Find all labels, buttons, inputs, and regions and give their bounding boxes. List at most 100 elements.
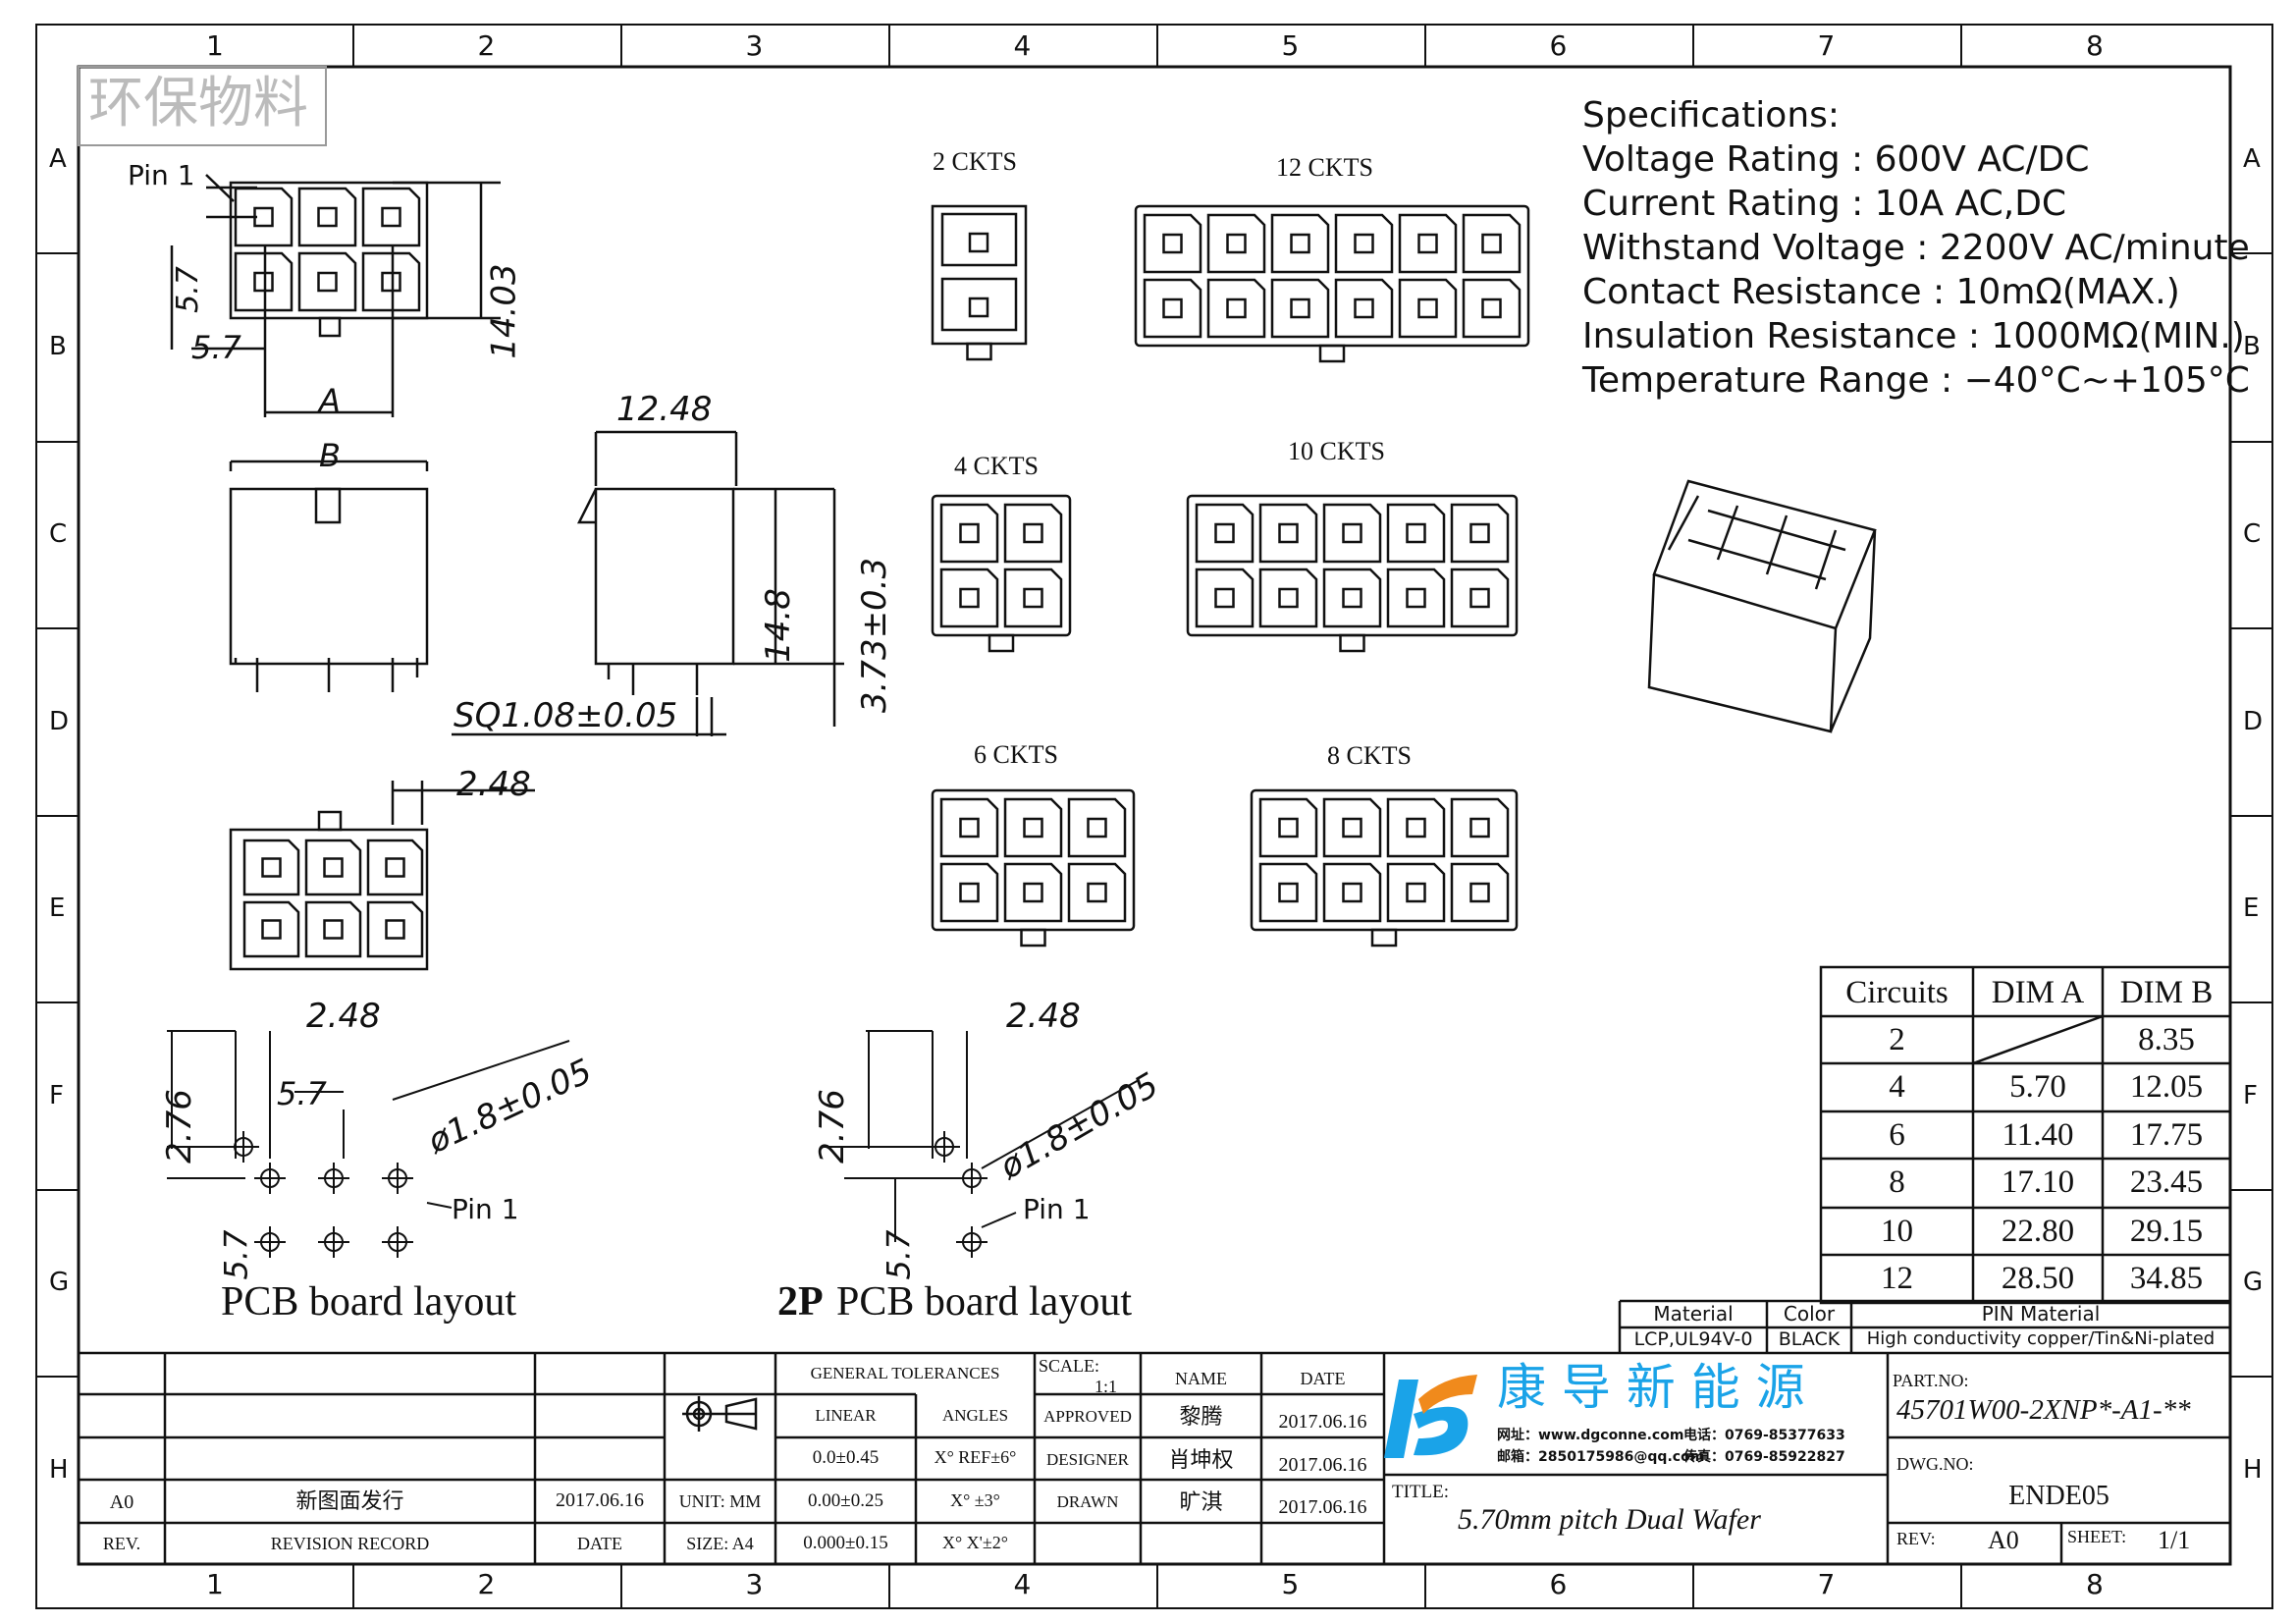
grid-row-label: A (2243, 144, 2261, 174)
contact-cavity (1003, 862, 1063, 923)
contact-cavity (1322, 568, 1382, 628)
spec-line: Contact Resistance : 10mΩ(MAX.) (1582, 272, 2180, 312)
contact-cavity (1003, 503, 1063, 564)
contact-cavity (1258, 797, 1318, 858)
latch (1339, 633, 1365, 653)
dim-B: B (319, 437, 341, 474)
pcb-hole (956, 1226, 988, 1258)
table-cell: 12 (1881, 1261, 1913, 1296)
contact-cavity (1450, 797, 1510, 858)
dim-A: A (319, 382, 341, 419)
latch (1020, 928, 1046, 947)
material-value: LCP,UL94V-0 (1633, 1328, 1753, 1350)
pcb-hole (254, 1226, 286, 1258)
angle-tol: X° ±3° (950, 1490, 1000, 1510)
pcb-dim-2.48: 2.48 (306, 997, 381, 1036)
pcb-dim-2.76: 2.76 (159, 1089, 199, 1164)
dim-2.48-bottom: 2.48 (456, 765, 531, 804)
table-cell: 34.85 (2129, 1261, 2204, 1296)
spec-line: Temperature Range : −40°C~+105°C (1582, 360, 2250, 401)
contact-cavity (297, 251, 357, 312)
record-header: REVISION RECORD (270, 1534, 430, 1553)
grid-col-label: 8 (2086, 29, 2104, 62)
date-header: DATE (577, 1534, 622, 1553)
pcb-layout (167, 1030, 570, 1209)
table-cell: 11.40 (2002, 1117, 2074, 1153)
pcb-hole (929, 1131, 960, 1163)
contact-cavity (1334, 213, 1394, 274)
table-cell: 4 (1889, 1069, 1905, 1105)
pcb-hole (382, 1226, 413, 1258)
sheet-label: SHEET: (2067, 1527, 2127, 1546)
contact-cavity (939, 797, 999, 858)
grid-row-label: E (2243, 893, 2260, 923)
tables (79, 965, 2232, 1564)
signoff-date: 2017.06.16 (1278, 1496, 1367, 1518)
contact-cavity (939, 862, 999, 923)
table-cell: 28.50 (2001, 1261, 2075, 1296)
pcb-2p-layout (825, 1030, 1140, 1242)
signoff-date: 2017.06.16 (1278, 1454, 1367, 1476)
name-header: NAME (1175, 1369, 1227, 1388)
scale-value: 1:1 (1095, 1377, 1118, 1396)
spec-line: Insulation Resistance : 1000MΩ(MIN.) (1582, 316, 2245, 356)
signoff-name: 肖坤权 (1168, 1447, 1234, 1472)
title-label: TITLE: (1392, 1482, 1450, 1502)
connector-housing (931, 788, 1136, 932)
table-cell: 6 (1889, 1117, 1905, 1153)
pcb-hole (228, 1131, 259, 1163)
connector-housing (1186, 494, 1519, 637)
pcb-hole (956, 1163, 988, 1194)
rev-record-value: 新图面发行 (295, 1489, 404, 1513)
watermark: 环保物料 (88, 72, 308, 135)
contact-cavity (1195, 503, 1255, 564)
spec-line: Withstand Voltage : 2200V AC/minute (1582, 228, 2250, 268)
contact-cavity (234, 251, 294, 312)
table-cell: 10 (1881, 1214, 1913, 1249)
contact-cavity (366, 900, 424, 958)
pcb-hole (318, 1163, 349, 1194)
part-no-label: PART.NO: (1893, 1371, 1969, 1390)
date-header-signoff: DATE (1300, 1369, 1346, 1388)
variant-label: 8 CKTS (1327, 741, 1412, 770)
grid-row-label: E (49, 893, 66, 923)
table-cell: 8.35 (2138, 1022, 2195, 1057)
company-mail: 邮箱：2850175986@qq.com (1497, 1449, 1705, 1465)
spec-line: Current Rating : 10A AC,DC (1582, 184, 2067, 224)
rev-header: REV. (102, 1534, 141, 1553)
contact-cavity (939, 568, 999, 628)
contact-cavity (366, 839, 424, 896)
contact-cavity (297, 187, 357, 247)
latch (1370, 928, 1398, 947)
top-view (170, 174, 501, 417)
grid-row-label: B (49, 332, 67, 361)
table-cell: 5.70 (2009, 1069, 2066, 1105)
pcb2p-dim-2.76: 2.76 (812, 1089, 852, 1164)
signoff-role: DESIGNER (1045, 1450, 1130, 1469)
table-cell: 22.80 (2001, 1214, 2075, 1249)
angle-tol: X° REF±6° (934, 1447, 1017, 1467)
connector-housing (931, 494, 1072, 637)
contact-cavity (1386, 503, 1446, 564)
rev-label: REV: (1896, 1529, 1936, 1548)
grid-row-label: C (2243, 519, 2262, 549)
latch (966, 342, 992, 361)
contact-cavity (1450, 503, 1510, 564)
contact-cavity (361, 251, 421, 312)
dim-5.7: 5.7 (191, 329, 241, 366)
grid-row-label: H (49, 1454, 69, 1485)
dim-5.7-vertical: 5.7 (170, 266, 205, 313)
contact-cavity (1322, 797, 1382, 858)
signoff-date: 2017.06.16 (1278, 1411, 1367, 1433)
rev-date-value: 2017.06.16 (556, 1489, 644, 1511)
spec-line: Voltage Rating : 600V AC/DC (1582, 139, 2090, 180)
grid-col-label: 8 (2086, 1568, 2104, 1600)
linear-tol: 0.000±0.15 (803, 1533, 888, 1553)
grid-col-label: 1 (206, 1568, 224, 1600)
bottom-view (229, 781, 535, 971)
grid-col-label: 7 (1817, 29, 1836, 62)
side-view (452, 430, 844, 736)
pcb-hole (382, 1163, 413, 1194)
latch (1318, 344, 1346, 363)
grid-col-label: 2 (477, 1568, 496, 1600)
